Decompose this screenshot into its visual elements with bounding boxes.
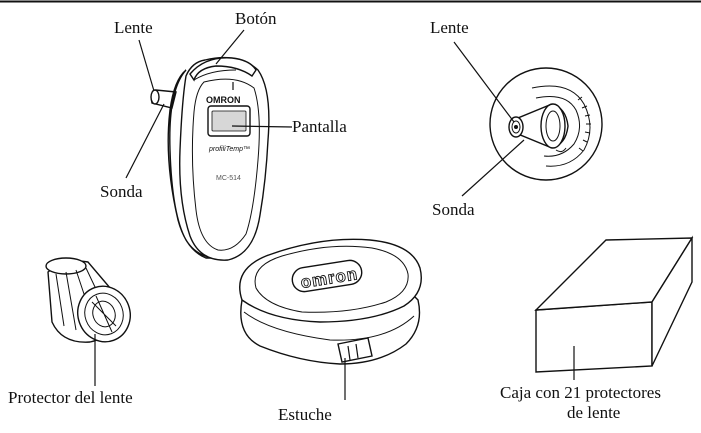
leader-boton [215, 29, 245, 65]
leader-pantalla [231, 125, 293, 128]
leader-sonda-closeup [461, 139, 525, 197]
device-product-text: profiliTemp™ [208, 146, 250, 153]
thermometer-front-view: OMRON profiliTemp™ MC-514 [150, 56, 270, 261]
label-sonda-closeup: Sonda [432, 200, 475, 219]
device-brand-text: OMRON [206, 95, 241, 105]
label-lente-closeup: Lente [430, 18, 469, 37]
label-estuche: Estuche [278, 405, 332, 424]
leader-lente-closeup [453, 41, 515, 123]
protector-box-drawing [534, 235, 694, 373]
carrying-case-drawing: omron [239, 238, 422, 365]
label-lente-front: Lente [114, 18, 153, 37]
label-protector: Protector del lente [8, 388, 133, 407]
label-caja-line2: de lente [567, 403, 620, 422]
leader-sonda-front [125, 103, 165, 179]
lens-protector-drawing [45, 257, 131, 343]
leader-lente-front [138, 39, 155, 92]
label-caja-line1: Caja con 21 protectores [500, 383, 661, 402]
device-model-text: MC-514 [216, 175, 241, 182]
label-sonda-front: Sonda [100, 182, 143, 201]
label-pantalla: Pantalla [292, 117, 347, 136]
probe-closeup-view [489, 67, 603, 181]
label-boton: Botón [235, 9, 277, 28]
